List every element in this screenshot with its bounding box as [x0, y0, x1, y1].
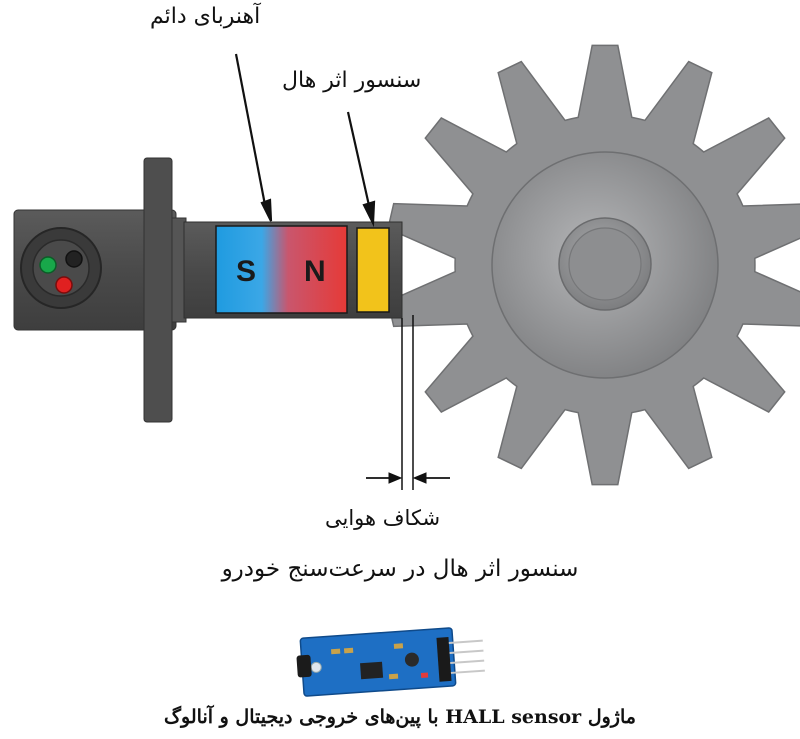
sensor-arrow-head [362, 200, 376, 228]
mount-hole-icon [310, 661, 322, 673]
sensor-arrow-line [346, 111, 372, 211]
permanent-magnet [215, 225, 348, 314]
label-arrows [234, 53, 376, 228]
header-pin-icon [450, 669, 485, 674]
magnet-arrow-head [260, 198, 273, 222]
mounting-flange [143, 157, 173, 423]
hall-sensor-module [296, 627, 485, 697]
sensor-housing: S N [13, 157, 403, 423]
north-pole-label: N [304, 255, 326, 288]
gear-bore [568, 227, 642, 301]
resistor-icon [330, 648, 341, 655]
hall-sensor-label: سنسور اثر هال [282, 68, 422, 93]
header-pin-icon [449, 649, 484, 654]
air-gap-dimension [366, 315, 450, 490]
gear [387, 44, 800, 486]
comparator-chip-icon [360, 661, 384, 680]
hall-element [356, 227, 390, 313]
magnet-label: آهنربای دائم [150, 4, 261, 29]
gap-arrowhead-left [388, 472, 403, 484]
header-block [436, 637, 452, 682]
resistor-icon [388, 673, 399, 680]
diagram-caption: سنسور اثر هال در سرعت‌سنج خودرو [221, 556, 579, 582]
magnet-arrow-line [234, 53, 267, 206]
resistor-icon [343, 647, 354, 654]
red-pin-icon [55, 276, 73, 294]
header-pin-icon [450, 659, 485, 664]
led-icon [420, 672, 429, 679]
black-pin-icon [65, 250, 83, 268]
hall-ic-icon [296, 654, 312, 678]
south-pole-label: S [236, 255, 256, 288]
air-gap-label: شکاف هوایی [325, 506, 441, 530]
green-pin-icon [39, 256, 57, 274]
potentiometer-icon [404, 652, 419, 667]
module-title: ماژول HALL sensor با پین‌های خروجی دیجیت… [164, 706, 636, 728]
gap-arrowhead-right [412, 472, 427, 484]
resistor-icon [393, 643, 404, 649]
header-pin-icon [448, 639, 483, 645]
